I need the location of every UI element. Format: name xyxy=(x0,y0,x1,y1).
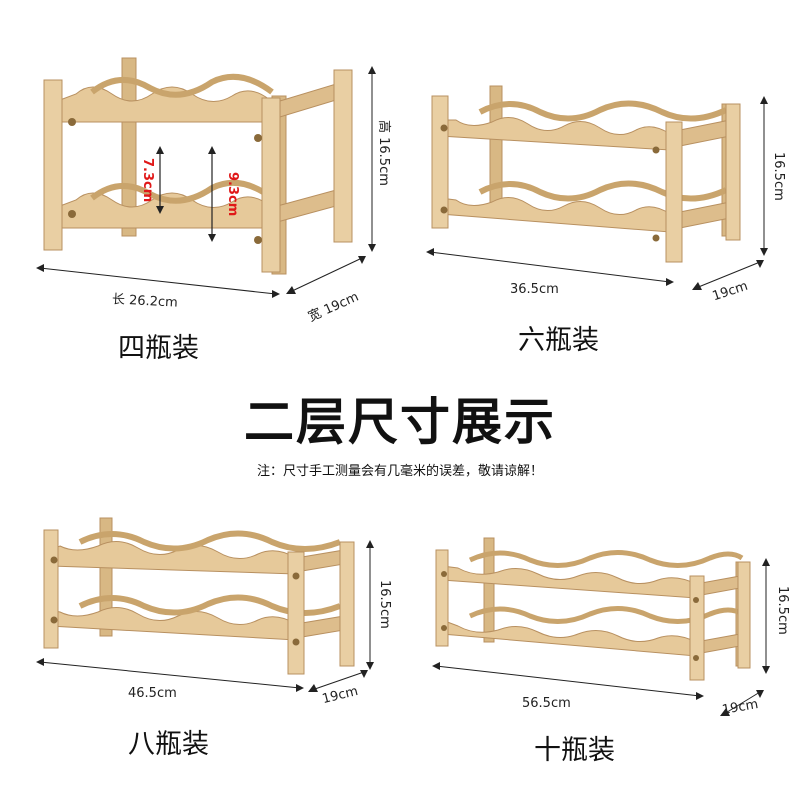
rack-image-eight xyxy=(36,517,374,692)
length-label: 46.5cm xyxy=(128,686,177,701)
height-label: 16.5cm xyxy=(771,152,786,201)
rack-image-six xyxy=(426,85,768,290)
product-eight-bottle: 16.5cm 46.5cm 19cm 八瓶装 xyxy=(0,500,400,800)
rack-image-four xyxy=(36,57,376,298)
length-label: 56.5cm xyxy=(522,696,571,711)
product-four-bottle: 高 16.5cm 7.3cm 9.3cm 长 26.2cm 宽 19cm 四瓶装 xyxy=(0,0,400,370)
product-caption: 十瓶装 xyxy=(534,735,615,766)
product-ten-bottle: 16.5cm 56.5cm 19cm 十瓶装 xyxy=(400,500,800,800)
page-title: 二层尺寸展示 xyxy=(244,393,556,451)
inner-height-a-label: 7.3cm xyxy=(140,158,155,203)
product-caption: 六瓶装 xyxy=(518,325,599,356)
length-label: 36.5cm xyxy=(510,282,559,297)
length-label: 长 26.2cm xyxy=(111,292,179,311)
rack-image-ten xyxy=(432,537,770,716)
height-label: 16.5cm xyxy=(775,586,790,635)
product-caption: 四瓶装 xyxy=(118,333,199,364)
product-six-bottle: 16.5cm 36.5cm 19cm 六瓶装 xyxy=(400,0,800,370)
inner-height-b-label: 9.3cm xyxy=(225,172,240,217)
measurement-note: 注：尺寸手工测量会有几毫米的误差，敬请谅解！ xyxy=(256,464,543,479)
height-label: 高 16.5cm xyxy=(376,120,391,186)
product-caption: 八瓶装 xyxy=(128,729,209,760)
height-label: 16.5cm xyxy=(377,580,392,629)
